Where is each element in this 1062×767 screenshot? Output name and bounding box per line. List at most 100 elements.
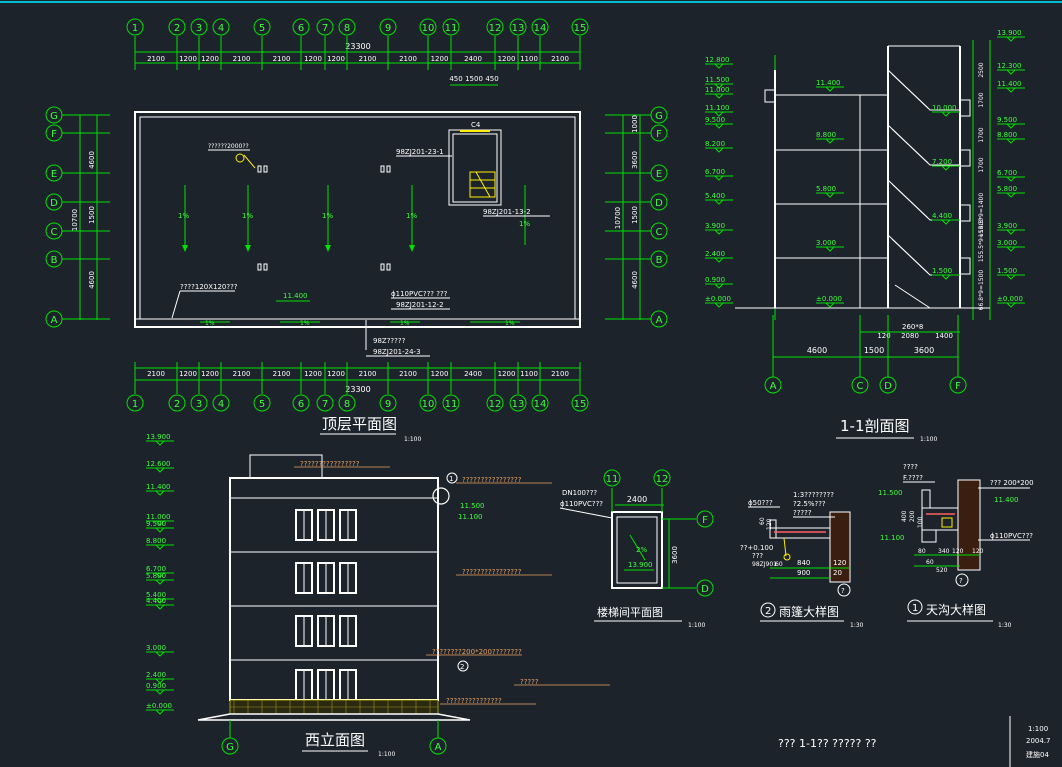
plan-col-top-12-label: 12	[489, 23, 502, 34]
plan-col-top-4-label: 4	[218, 23, 224, 34]
slope-label-1: 1%	[178, 212, 189, 220]
plan-col-bottom-6-label: 6	[298, 399, 304, 410]
plan-col-bottom-15: 15	[571, 394, 589, 412]
elev-level-11: 2.400	[146, 671, 174, 684]
stair-room-plan: 11 12 F D 2400 3600 2% 13.900 DN100??? ϕ…	[559, 469, 714, 629]
elev-level-4-text: 9.500	[146, 520, 166, 528]
sec-axis-D-label: D	[884, 381, 892, 392]
sec-left-level-2-text: 11.000	[705, 86, 730, 94]
elev-axis-G: G	[221, 737, 239, 755]
plan-drain-slot: ????120X120???	[180, 283, 238, 291]
plan-total-top: 23300	[345, 42, 370, 51]
elev-mark-1: 1	[449, 475, 453, 483]
sec-floor-level-2-text: 5.800	[816, 185, 836, 193]
elev-note-2: ????????????????	[462, 568, 522, 576]
plan-bay-top-10: 2400	[464, 55, 482, 63]
canopy-ref: 98ZJ901	[752, 561, 777, 568]
plan-bay-top-3: 2100	[233, 55, 251, 63]
plan-col-top-1-label: 1	[132, 23, 138, 34]
gutter-note-3: ??? 200*200	[990, 479, 1034, 487]
canopy-detail: ϕ50??? 1:3???????? ?2.5%??? ????? 60 120…	[740, 491, 864, 629]
window-0-0	[295, 509, 313, 541]
plan-row-right-C-label: C	[656, 227, 663, 238]
plan-col-bottom-6: 6	[292, 394, 310, 412]
sec-right-level-8: 3.000	[997, 239, 1025, 252]
plan-col-bottom-5-label: 5	[259, 399, 265, 410]
plan-bay-bottom-6: 1200	[327, 370, 345, 378]
elev-level-12-text: 0.900	[146, 682, 166, 690]
plan-left-dim-2: 1500	[88, 206, 96, 224]
plan-col-top-8-label: 8	[344, 23, 350, 34]
sec-left-level-2: 11.000	[705, 86, 733, 99]
window-2-2	[339, 615, 357, 647]
gutter-note-2: F.????	[903, 474, 923, 482]
title-top-floor-plan: 顶层平面图	[322, 415, 397, 433]
gutter-dim-400: 400	[901, 510, 908, 522]
section-detail-2: 2080	[901, 332, 919, 340]
scale-canopy: 1:30	[850, 622, 864, 629]
gutter-dim-520: 520	[936, 567, 948, 574]
gutter-level-1: 11.500	[460, 502, 485, 510]
plan-col-bottom-5: 5	[253, 394, 271, 412]
plan-col-top-10: 10	[419, 18, 437, 36]
elev-level-12: 0.900	[146, 682, 174, 695]
plan-right-dim-2: 3600	[631, 151, 639, 169]
plan-stair-ref: 98ZJ201-13-2	[483, 208, 531, 216]
section-detail-1: 120	[877, 332, 890, 340]
plan-left-dim-1: 4600	[88, 151, 96, 169]
window-1-2	[339, 562, 357, 594]
elev-level-1: 12.600	[146, 460, 174, 473]
canopy-note-1: ϕ50???	[748, 499, 773, 507]
plan-col-top-12: 12	[486, 18, 504, 36]
plan-bay-top-5: 1200	[304, 55, 322, 63]
plan-bay-bottom-3: 2100	[233, 370, 251, 378]
plan-col-bottom-12-label: 12	[489, 399, 502, 410]
canopy-no: 2	[765, 606, 771, 617]
stair-axis-d: D	[701, 584, 709, 595]
sec-floor-level-2: 5.800	[816, 185, 844, 198]
title-stair-plan: 楼梯间平面图	[597, 605, 663, 619]
sec-right-dim-5: 155.5*9=1400	[978, 218, 985, 262]
canopy-dim-20: 20	[833, 569, 842, 577]
plan-col-top-13-label: 13	[512, 23, 525, 34]
plan-col-top-3-label: 3	[196, 23, 202, 34]
sec-right-level-3-text: 9.500	[997, 116, 1017, 124]
slope-label-6: 1%	[205, 320, 215, 327]
plan-col-bottom-7: 7	[316, 394, 334, 412]
gutter-note-1: ????	[903, 463, 918, 471]
footer-scale: 1:100	[1028, 725, 1048, 733]
sec-floor-level-1-text: 8.800	[816, 131, 836, 139]
sec-right-level-3: 9.500	[997, 116, 1025, 129]
gutter-lvl-2: 11.400	[994, 496, 1019, 504]
plan-col-bottom-9: 9	[379, 394, 397, 412]
plan-col-bottom-7-label: 7	[322, 399, 328, 410]
elev-level-7-text: 5.800	[146, 572, 166, 580]
gutter-dim-200: 200	[909, 510, 916, 522]
plan-col-top-10-label: 10	[422, 23, 435, 34]
plan-col-bottom-8-label: 8	[344, 399, 350, 410]
plan-row-right-E-label: E	[656, 169, 662, 180]
window-1-1	[317, 562, 335, 594]
plan-row-right-G-label: G	[655, 111, 663, 122]
plan-elev-label: 11.400	[283, 292, 308, 300]
plan-right-dim-1: 1000	[631, 115, 639, 133]
plan-row-left-F: F	[45, 124, 63, 142]
sec-left-level-10-text: 0.900	[705, 276, 725, 284]
canopy-elev: ??+0.100	[740, 544, 773, 552]
title-canopy-detail: 雨篷大样图	[779, 604, 839, 619]
scale-gutter: 1:30	[998, 622, 1012, 629]
gutter-lvl-3: 11.100	[880, 534, 905, 542]
sec-right-level-1-text: 12.300	[997, 62, 1022, 70]
sec-left-level-5: 8.200	[705, 140, 733, 153]
plan-col-top-6-label: 6	[298, 23, 304, 34]
plan-row-right-A-label: A	[656, 315, 663, 326]
plan-col-top-6: 6	[292, 18, 310, 36]
plan-vent-marks	[257, 165, 391, 271]
sec-stair-level-0-text: 10.000	[932, 104, 957, 112]
sec-right-level-10: ±0.000	[997, 295, 1025, 308]
